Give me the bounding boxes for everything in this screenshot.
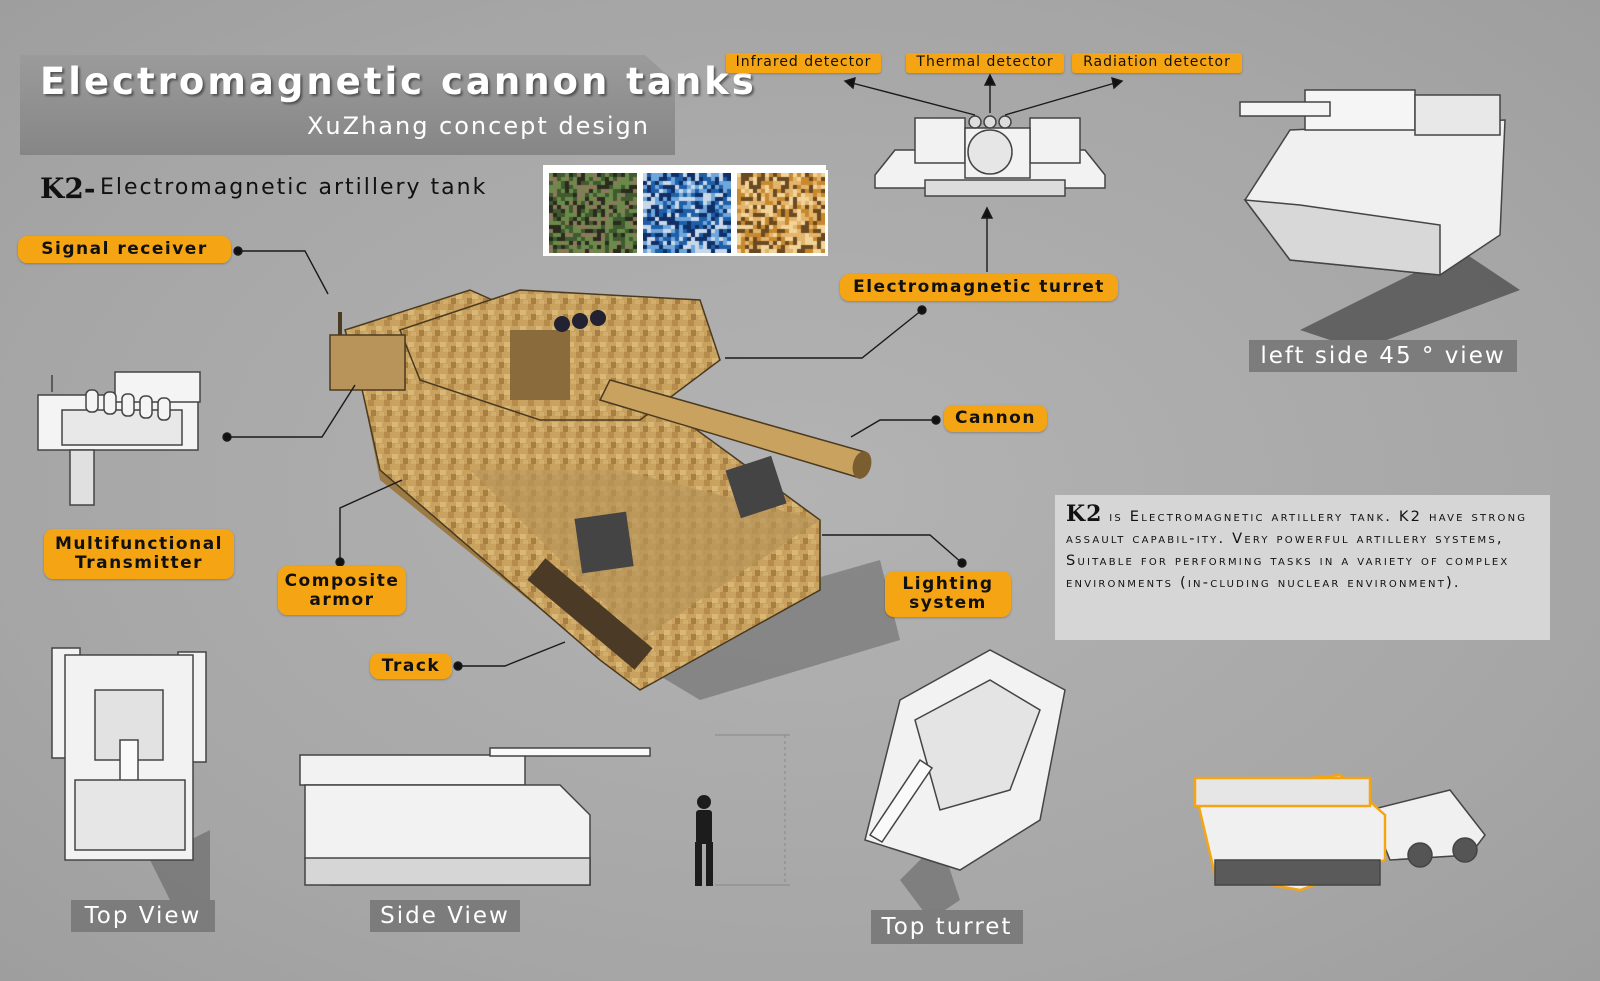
transmitter-detail-drawing (37, 371, 201, 506)
camo-pattern-canvas (549, 173, 637, 253)
main-tank-front-slope (470, 470, 820, 640)
caption-side-view: Side View (370, 900, 520, 932)
label-signal-receiver: Signal receiver (18, 236, 231, 263)
model-name: Electromagnetic artillery tank (100, 175, 488, 200)
model-code: K2- (40, 172, 96, 205)
main-tank-lens-1 (554, 316, 570, 332)
main-tank-lens-2 (572, 313, 588, 329)
main-tank-lens-3 (590, 310, 606, 326)
label-electromagnetic-turret: Electromagnetic turret (840, 274, 1118, 301)
camo-pattern-canvas (737, 173, 825, 253)
label-lighting-system: Lighting system (885, 571, 1011, 617)
left-45-view-drawing (1239, 89, 1520, 350)
turret-detail-drawing (874, 115, 1106, 197)
camo-swatch-blue (640, 170, 734, 256)
label-thermal-detector: Thermal detector (906, 53, 1064, 73)
caption-left-side-view: left side 45 ° view (1249, 340, 1517, 372)
label-track: Track (370, 653, 452, 679)
callout-lines (222, 73, 1124, 671)
description-box (1055, 495, 1550, 640)
title-banner (20, 55, 675, 155)
title-banner-shade (20, 55, 675, 155)
bottom-right-tanks-drawing (1193, 773, 1486, 892)
description-body: is Electromagnetic artillery tank. K2 ha… (1066, 508, 1528, 591)
main-tank-signal-box (329, 334, 406, 391)
side-view-drawing (299, 734, 790, 886)
main-tank-drawing (329, 289, 900, 700)
camo-swatch-woodland (546, 170, 640, 256)
description-text: K2 is Electromagnetic artillery tank. K2… (1066, 503, 1546, 594)
caption-top-view: Top View (71, 900, 215, 932)
main-tank-hatch-left (574, 511, 634, 574)
label-infrared-detector: Infrared detector (726, 53, 881, 73)
page-title: Electromagnetic cannon tanks (40, 60, 757, 103)
main-tank-hatch-right (725, 455, 787, 519)
main-tank-turret-block (510, 330, 570, 400)
description-code: K2 (1066, 501, 1103, 527)
page-subtitle: XuZhang concept design (306, 112, 650, 140)
top-view-drawing (51, 647, 210, 900)
label-composite-armor: Composite armor (278, 566, 406, 615)
caption-top-turret: Top turret (871, 910, 1023, 944)
top-turret-drawing (864, 649, 1066, 920)
main-tank-muzzle (852, 451, 872, 479)
soldier-silhouette (695, 795, 713, 886)
label-radiation-detector: Radiation detector (1072, 53, 1242, 73)
label-cannon: Cannon (944, 405, 1047, 432)
label-multifunctional-transmitter: Multifunctional Transmitter (44, 529, 234, 579)
camo-pattern-canvas (643, 173, 731, 253)
main-tank-track (527, 558, 653, 670)
camo-swatch-desert (734, 170, 828, 256)
